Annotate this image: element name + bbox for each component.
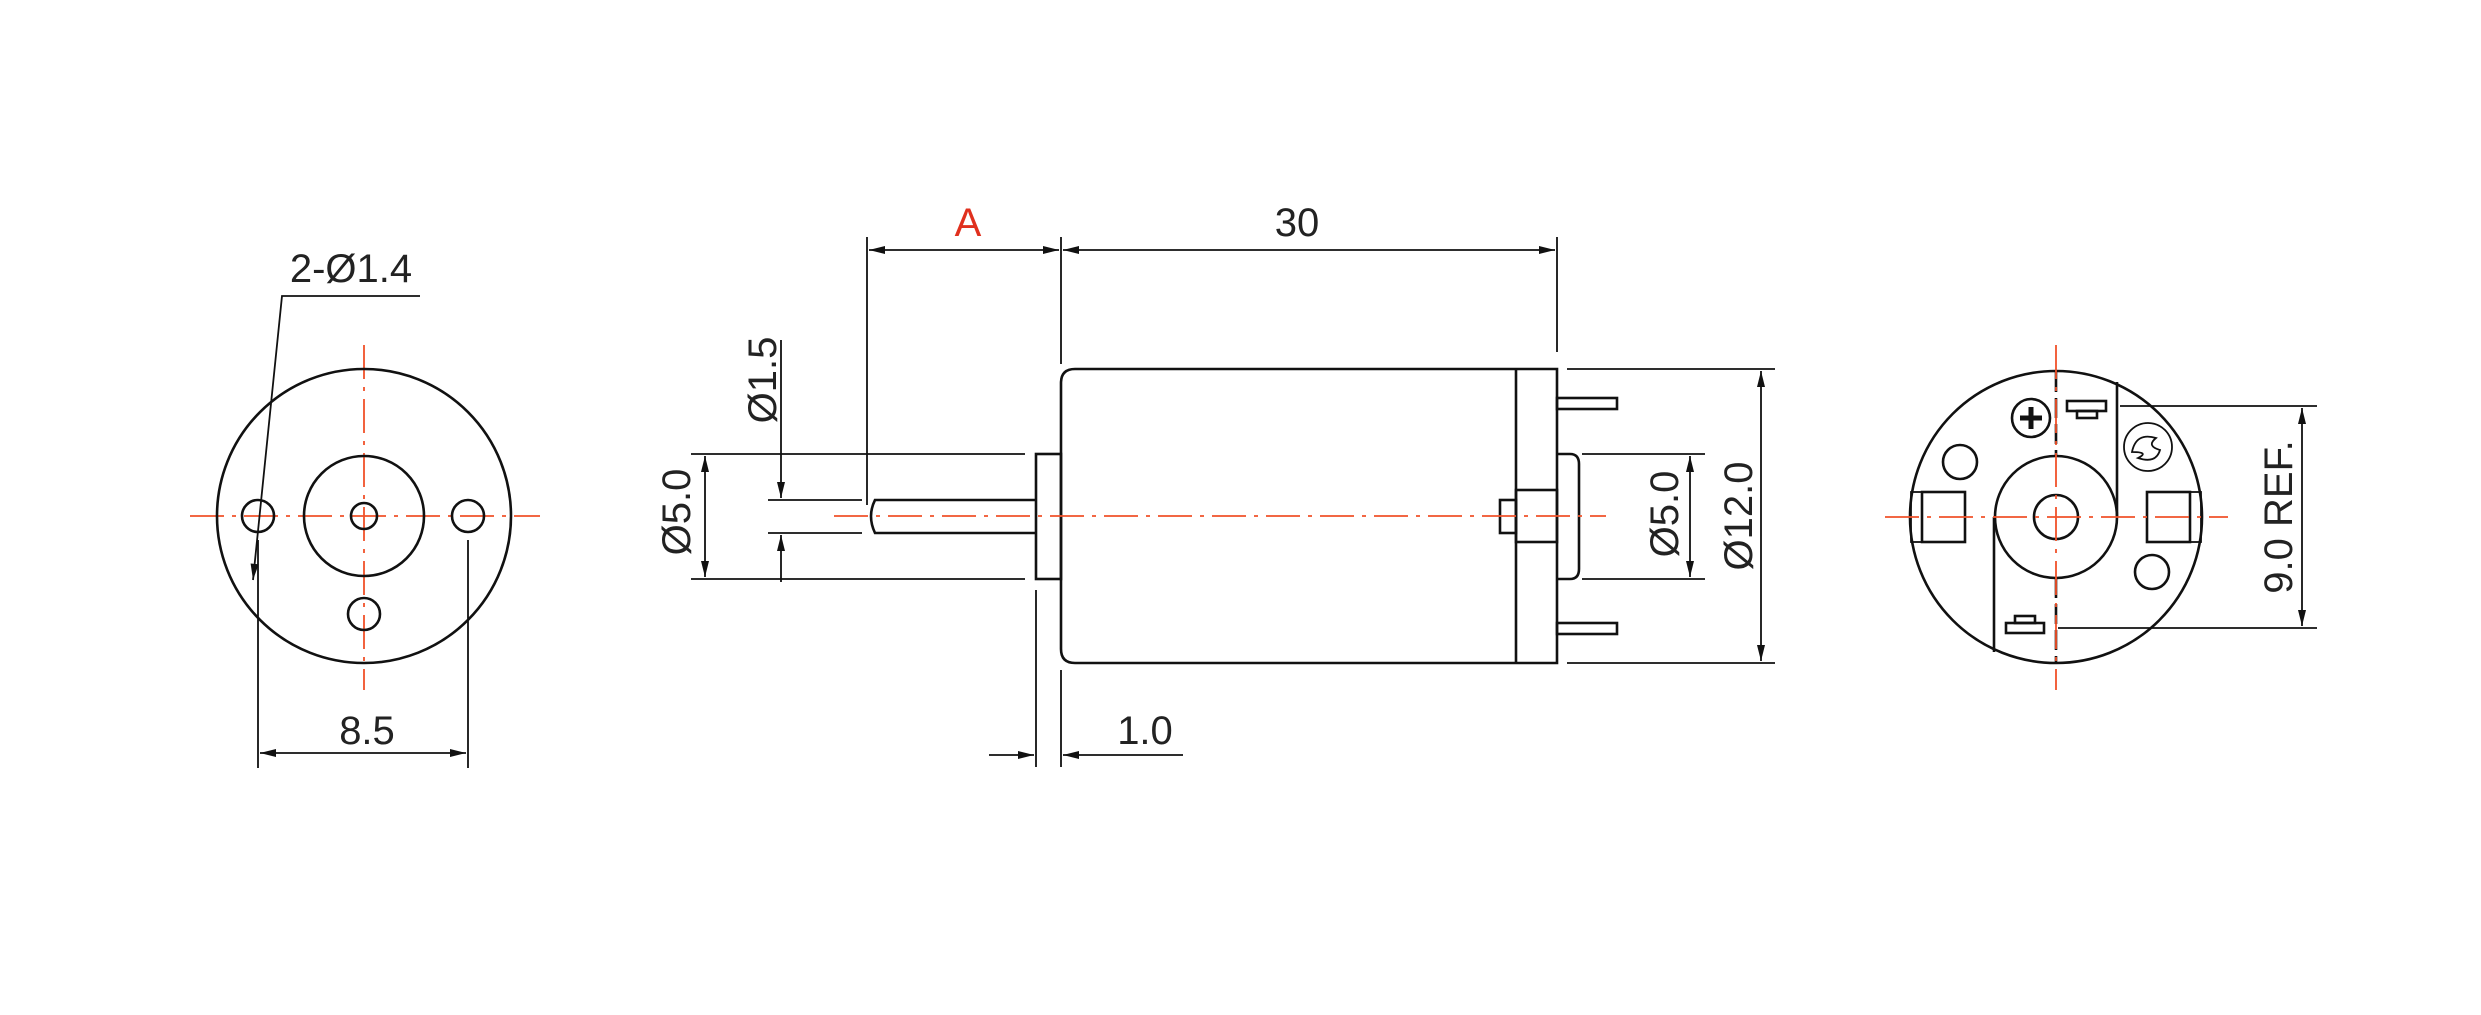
vent-hole bbox=[346, 596, 382, 632]
terminal-spacing-label: 9.0 REF. bbox=[2257, 440, 2301, 593]
vent-hole-right bbox=[2133, 553, 2171, 591]
brand-logo-icon bbox=[2123, 422, 2173, 472]
side-view: A 30 Ø1.5 Ø5.0 1.0 Ø5.0 Ø12.0 bbox=[655, 201, 1775, 767]
motor-body bbox=[1059, 367, 1559, 665]
plus-polarity-icon bbox=[2010, 397, 2052, 439]
flange-thickness-label: 1.0 bbox=[1117, 709, 1173, 753]
front-view: 2-Ø1.4 8.5 bbox=[190, 247, 540, 768]
terminal-bottom bbox=[2004, 614, 2046, 635]
shaft-length-label: A bbox=[955, 201, 982, 245]
shaft bbox=[349, 501, 379, 531]
flange-diameter-label: Ø5.0 bbox=[655, 469, 699, 556]
bearing-boss bbox=[302, 454, 426, 578]
hole-spacing-label: 8.5 bbox=[339, 709, 395, 753]
motor-outline bbox=[215, 367, 513, 665]
holes-label: 2-Ø1.4 bbox=[290, 247, 412, 291]
hole-leader-line bbox=[250, 295, 420, 581]
terminal-bottom bbox=[1555, 621, 1619, 636]
terminal-top bbox=[1555, 396, 1619, 411]
output-shaft bbox=[869, 498, 1036, 535]
rear-view: 9.0 REF. bbox=[1885, 345, 2317, 690]
terminal-top bbox=[2065, 399, 2108, 420]
body-length-label: 30 bbox=[1275, 201, 1320, 245]
body-diameter-label: Ø12.0 bbox=[1717, 462, 1761, 571]
shaft-diameter-label: Ø1.5 bbox=[741, 337, 785, 424]
mount-hole-right bbox=[450, 498, 486, 534]
rear-boss-diameter-label: Ø5.0 bbox=[1643, 471, 1687, 558]
vent-hole-left bbox=[1941, 443, 1979, 481]
